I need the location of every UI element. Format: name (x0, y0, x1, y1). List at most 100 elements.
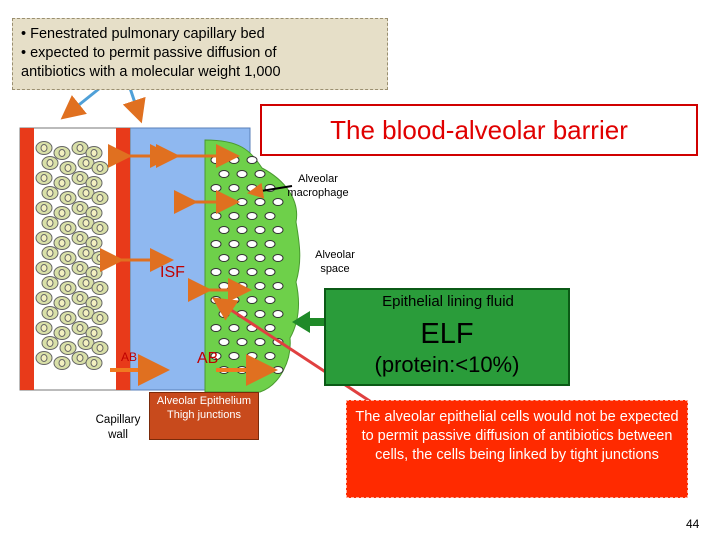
alveolar-cell (228, 184, 240, 192)
macrophage-label: Alveolar macrophage (287, 173, 349, 199)
alveolar-cell (254, 226, 266, 234)
note-line-3: antibiotics with a molecular weight 1,00… (21, 64, 281, 80)
alveolar-cell (272, 226, 284, 234)
red-blood-cell-center (90, 359, 98, 367)
red-blood-cell-center (82, 339, 90, 347)
red-blood-cell-center (76, 174, 84, 182)
alveolar-cell (236, 282, 248, 290)
alveolar-cell (254, 170, 266, 178)
capillary-note: • Fenestrated pulmonary capillary bed • … (12, 18, 388, 90)
alveolar-cell (228, 212, 240, 220)
red-blood-cell-center (58, 329, 66, 337)
red-blood-cell-center (40, 204, 48, 212)
diffusion-arrows (100, 144, 252, 302)
red-blood-cell-center (76, 264, 84, 272)
alveolar-cell (236, 226, 248, 234)
top-note-pointers (60, 86, 146, 124)
red-blood-cell-center (46, 189, 54, 197)
alveolar-cell (228, 324, 240, 332)
red-blood-cell-center (96, 344, 104, 352)
red-blood-cell-center (64, 194, 72, 202)
red-blood-cell-center (40, 174, 48, 182)
red-blood-cell-center (82, 159, 90, 167)
alveolar-cell (272, 310, 284, 318)
red-blood-cell-center (46, 339, 54, 347)
red-blood-cell-center (90, 269, 98, 277)
alveolar-cell (218, 226, 230, 234)
red-blood-cell-center (96, 314, 104, 322)
red-blood-cell-center (58, 269, 66, 277)
red-blood-cell-center (76, 204, 84, 212)
red-blood-cell-center (96, 284, 104, 292)
alveolar-cell (246, 296, 258, 304)
red-blood-cell-center (82, 219, 90, 227)
alveolar-cell (236, 338, 248, 346)
red-blood-cell-center (90, 209, 98, 217)
elf-protein: (protein:<10%) (374, 352, 520, 377)
red-blood-cell-center (76, 354, 84, 362)
alveolar-cell (210, 156, 222, 164)
red-blood-cell-center (40, 144, 48, 152)
red-blood-cell-center (40, 294, 48, 302)
tight-junction-box (149, 392, 259, 440)
elf-box (324, 288, 570, 386)
red-blood-cell-center (90, 299, 98, 307)
ab-left-label: AB (121, 350, 138, 364)
alveolar-cell (210, 352, 222, 360)
elf-pointer (292, 311, 330, 333)
alveolar-cell (236, 254, 248, 262)
alveolar-cell (264, 268, 276, 276)
alveolar-cell (218, 310, 230, 318)
alveolar-cell (264, 324, 276, 332)
alveolar-cell (272, 254, 284, 262)
alveolar-cell (218, 254, 230, 262)
red-blood-cell-center (64, 314, 72, 322)
red-blood-cell-center (46, 219, 54, 227)
red-blood-cell-center (40, 234, 48, 242)
red-blood-cell-center (58, 179, 66, 187)
alveolar-cell (228, 296, 240, 304)
page-number: 44 (686, 517, 700, 531)
red-blood-cell-center (76, 234, 84, 242)
isf-label: ISF (160, 264, 185, 281)
red-blood-cell-center (46, 309, 54, 317)
red-blood-cell-center (82, 309, 90, 317)
red-blood-cell-center (90, 239, 98, 247)
slide-title: The blood-alveolar barrier (260, 104, 698, 156)
alveolar-cell (228, 352, 240, 360)
alveolar-cell (264, 240, 276, 248)
red-blood-cell-center (90, 149, 98, 157)
alveolar-cell (218, 170, 230, 178)
tight-junction-label: Alveolar Epithelium Thigh junctions (156, 395, 252, 421)
alveolar-cell (210, 212, 222, 220)
epithelial-callout: The alveolar epithelial cells would not … (346, 400, 688, 498)
alveolar-cell (210, 268, 222, 276)
alveolar-cell (272, 366, 284, 374)
alveolar-cell (254, 282, 266, 290)
note-line-1: • Fenestrated pulmonary capillary bed (21, 26, 265, 42)
red-blood-cell-center (46, 249, 54, 257)
red-blood-cell-center (64, 224, 72, 232)
capillary-wall-label: Capillary wall (95, 414, 141, 441)
alveolar-cell (218, 338, 230, 346)
red-blood-cell-center (96, 194, 104, 202)
red-blood-cell-center (76, 294, 84, 302)
red-blood-cell-center (82, 189, 90, 197)
alveolar-cell (264, 352, 276, 360)
macrophage-pointer (247, 182, 293, 199)
alveolar-cell (210, 240, 222, 248)
alveolar-cell (246, 240, 258, 248)
alveolar-cell (218, 282, 230, 290)
alveolar-cell (264, 212, 276, 220)
capillary-wall-left (20, 128, 34, 390)
alveolar-space-label: Alveolar space (315, 249, 355, 275)
red-blood-cell-center (58, 299, 66, 307)
alveolar-cell (210, 324, 222, 332)
red-blood-cell-center (40, 324, 48, 332)
alveolar-cell (254, 254, 266, 262)
alveolar-cell (228, 240, 240, 248)
elf-title: ELF (420, 318, 474, 350)
red-blood-cell-center (96, 164, 104, 172)
red-blood-cells (35, 141, 109, 370)
